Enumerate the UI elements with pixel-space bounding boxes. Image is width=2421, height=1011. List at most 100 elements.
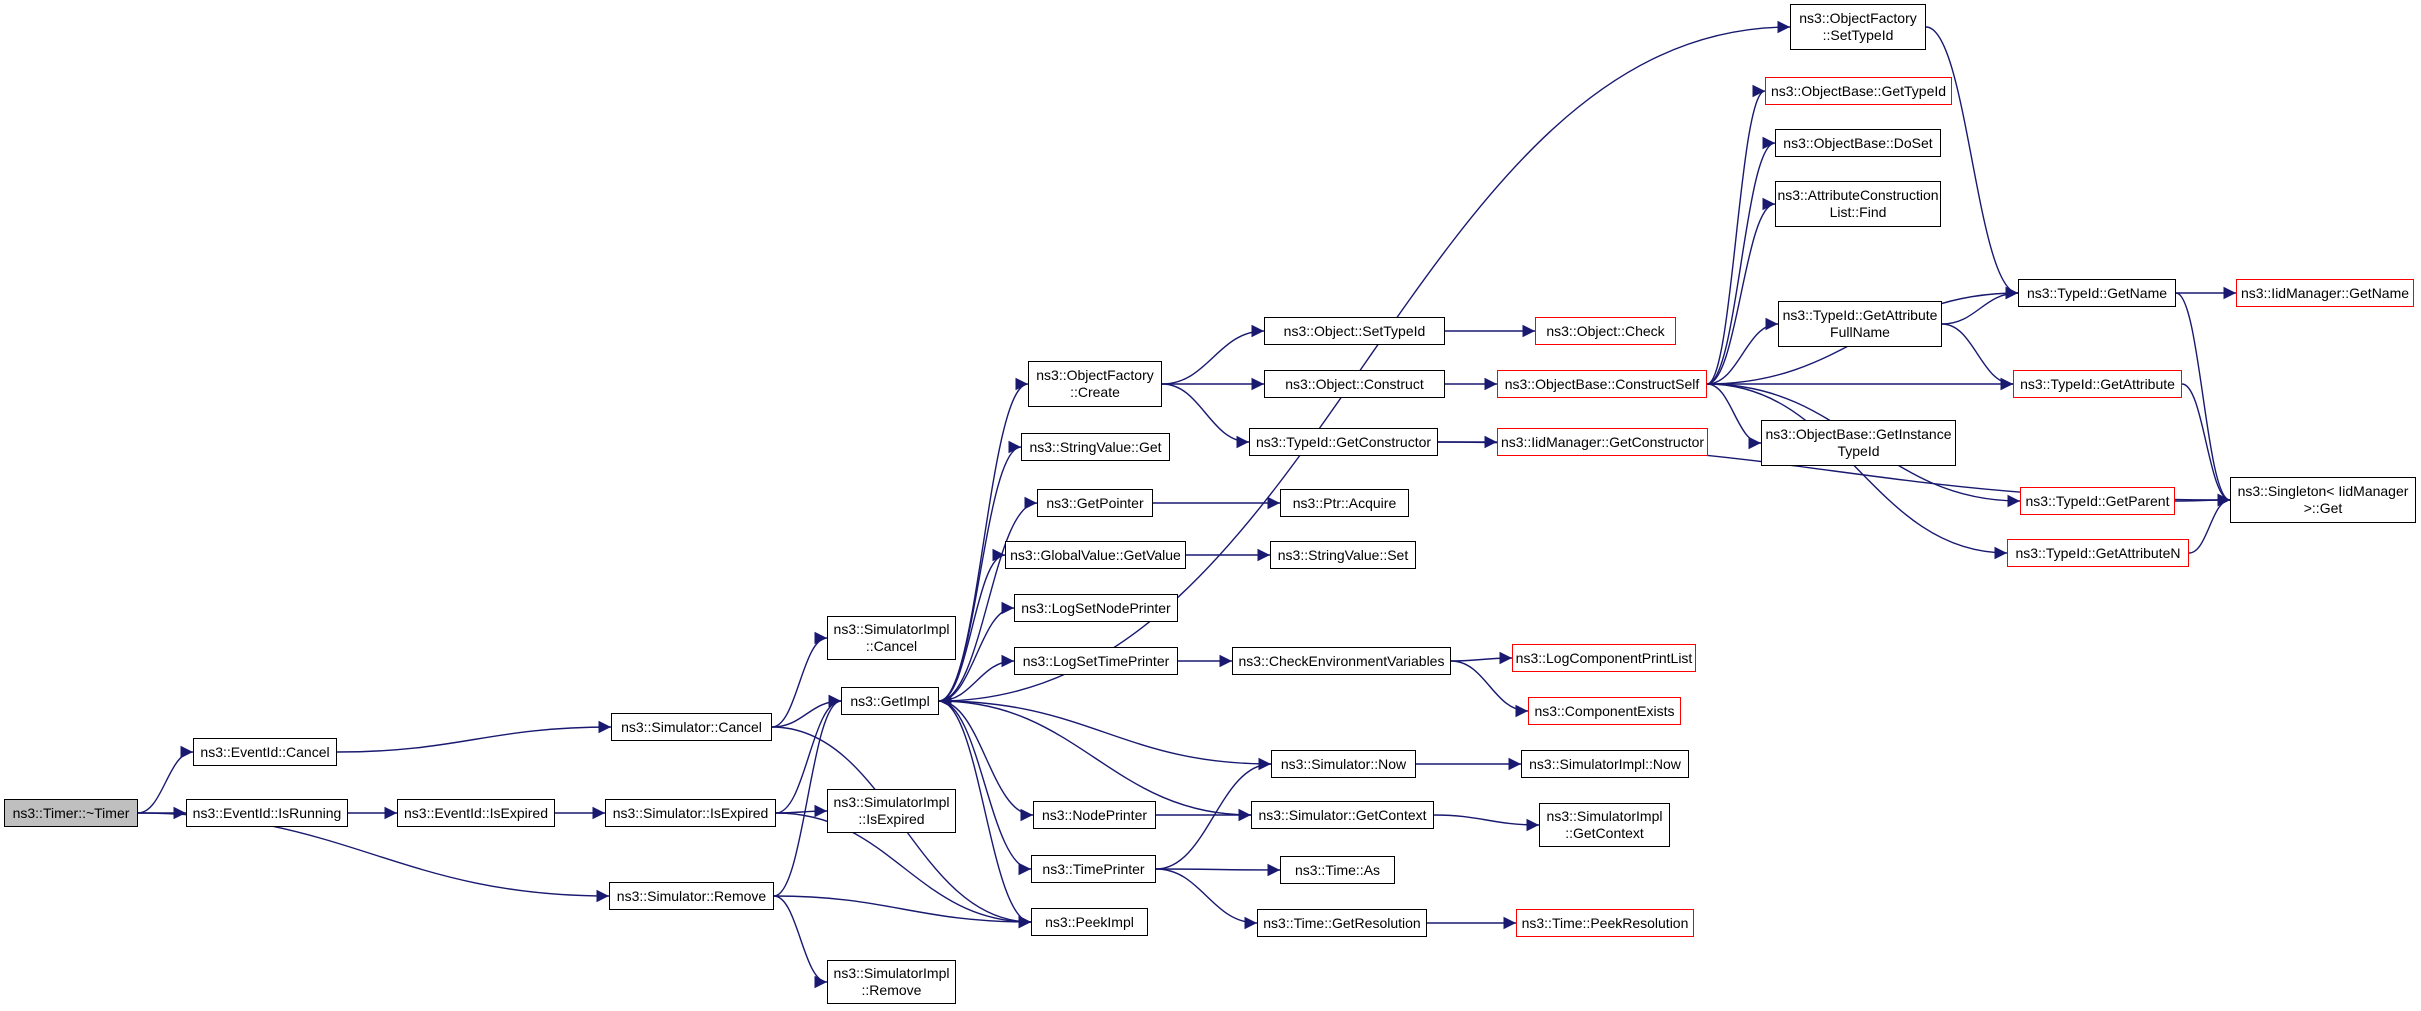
node-timer-dtor[interactable]: ns3::Timer::~Timer xyxy=(4,799,138,827)
node-label: ns3::Object::Check xyxy=(1546,322,1665,339)
call-edge xyxy=(1155,863,1281,877)
node-iidmanager-getconstructor[interactable]: ns3::IidManager::GetConstructor xyxy=(1497,428,1708,456)
node-object-construct[interactable]: ns3::Object::Construct xyxy=(1264,370,1445,398)
node-objectfactory-create[interactable]: ns3::ObjectFactory::Create xyxy=(1028,361,1162,407)
node-simulatorimpl-getcontext[interactable]: ns3::SimulatorImpl::GetContext xyxy=(1539,803,1670,847)
node-getpointer[interactable]: ns3::GetPointer xyxy=(1037,489,1153,517)
node-timeprinter[interactable]: ns3::TimePrinter xyxy=(1031,855,1156,883)
node-label-line2: ::SetTypeId xyxy=(1822,27,1894,43)
call-edge xyxy=(938,700,1032,876)
call-edge xyxy=(773,895,828,989)
node-label: ns3::GetImpl xyxy=(850,692,930,709)
node-iidmanager-getname[interactable]: ns3::IidManager::GetName xyxy=(2236,279,2414,307)
node-simulator-now[interactable]: ns3::Simulator::Now xyxy=(1271,750,1416,778)
call-edge xyxy=(1706,84,1766,385)
node-label: ns3::ObjectBase::ConstructSelf xyxy=(1504,375,1700,392)
node-componentexists[interactable]: ns3::ComponentExists xyxy=(1528,697,1681,725)
node-label: ns3::Object::SetTypeId xyxy=(1283,322,1426,339)
node-simulator-cancel[interactable]: ns3::Simulator::Cancel xyxy=(611,713,772,741)
node-peekimpl[interactable]: ns3::PeekImpl xyxy=(1031,908,1148,936)
node-logcomponentprintlist[interactable]: ns3::LogComponentPrintList xyxy=(1512,644,1696,672)
node-simulatorimpl-remove[interactable]: ns3::SimulatorImpl::Remove xyxy=(827,960,956,1004)
node-typeid-getparent[interactable]: ns3::TypeId::GetParent xyxy=(2020,487,2175,515)
call-edge xyxy=(775,812,1032,929)
node-object-check[interactable]: ns3::Object::Check xyxy=(1535,317,1676,345)
node-label: ns3::Time::PeekResolution xyxy=(1521,914,1689,931)
call-edge xyxy=(938,496,1038,702)
call-edge xyxy=(1155,757,1272,870)
node-time-getresolution[interactable]: ns3::Time::GetResolution xyxy=(1257,909,1427,937)
call-edge xyxy=(2188,493,2231,554)
call-edge xyxy=(771,694,842,728)
node-label-line1: ns3::SimulatorImpl xyxy=(833,621,950,637)
node-label: ns3::Simulator::Now xyxy=(1280,755,1407,772)
node-eventid-isrunning[interactable]: ns3::EventId::IsRunning xyxy=(186,799,348,827)
node-label-line1: ns3::SimulatorImpl xyxy=(833,794,950,810)
node-simulator-remove[interactable]: ns3::Simulator::Remove xyxy=(609,882,774,910)
call-edge xyxy=(1941,323,2014,391)
node-label: ns3::Time::GetResolution xyxy=(1263,914,1421,931)
call-edge xyxy=(1450,651,1513,665)
call-edge xyxy=(938,700,1034,822)
node-label: ns3::GetPointer xyxy=(1046,494,1144,511)
node-simulatorimpl-now[interactable]: ns3::SimulatorImpl::Now xyxy=(1521,750,1689,778)
node-ptr-acquire[interactable]: ns3::Ptr::Acquire xyxy=(1280,489,1409,517)
node-label: ns3::PeekImpl xyxy=(1045,913,1134,930)
node-nodeprinter[interactable]: ns3::NodePrinter xyxy=(1033,801,1156,829)
node-label: ns3::TypeId::GetParent xyxy=(2025,492,2170,509)
node-logsettimeprinter[interactable]: ns3::LogSetTimePrinter xyxy=(1014,647,1178,675)
node-globalvalue-getvalue[interactable]: ns3::GlobalValue::GetValue xyxy=(1005,541,1186,569)
node-objectfactory-settypeid[interactable]: ns3::ObjectFactory::SetTypeId xyxy=(1790,4,1926,50)
node-label: ns3::Time::As xyxy=(1294,861,1381,878)
node-label-line2: ::Create xyxy=(1070,384,1120,400)
node-simulator-getcontext[interactable]: ns3::Simulator::GetContext xyxy=(1251,801,1434,829)
call-edge xyxy=(1155,868,1258,930)
node-label: ns3::TypeId::GetConstructor xyxy=(1255,433,1432,450)
node-objectbase-gettypeid[interactable]: ns3::ObjectBase::GetTypeId xyxy=(1765,77,1952,105)
node-stringvalue-get[interactable]: ns3::StringValue::Get xyxy=(1021,433,1170,461)
call-edge xyxy=(1706,317,1779,385)
call-edge xyxy=(773,895,1032,929)
node-typeid-getname[interactable]: ns3::TypeId::GetName xyxy=(2018,279,2176,307)
node-simulatorimpl-cancel[interactable]: ns3::SimulatorImpl::Cancel xyxy=(827,616,956,660)
node-typeid-getconstructor[interactable]: ns3::TypeId::GetConstructor xyxy=(1249,428,1438,456)
node-eventid-cancel[interactable]: ns3::EventId::Cancel xyxy=(193,738,337,766)
node-label: ns3::Simulator::Cancel xyxy=(621,718,762,735)
node-time-as[interactable]: ns3::Time::As xyxy=(1280,856,1395,884)
node-label-line1: ns3::ObjectFactory xyxy=(1036,367,1154,383)
node-objectbase-constructself[interactable]: ns3::ObjectBase::ConstructSelf xyxy=(1497,370,1707,398)
node-typeid-getattributen[interactable]: ns3::TypeId::GetAttributeN xyxy=(2007,539,2189,567)
call-edge xyxy=(2175,292,2231,507)
call-edge xyxy=(1161,383,1250,449)
node-objectbase-doset[interactable]: ns3::ObjectBase::DoSet xyxy=(1775,129,1941,157)
node-simulator-isexpired[interactable]: ns3::Simulator::IsExpired xyxy=(605,799,776,827)
node-label-line1: ns3::Singleton< IidManager xyxy=(2237,483,2409,499)
node-stringvalue-set[interactable]: ns3::StringValue::Set xyxy=(1270,541,1416,569)
node-label: ns3::ComponentExists xyxy=(1534,702,1675,719)
node-label: ns3::SimulatorImpl::Now xyxy=(1529,755,1681,772)
node-time-peekresolution[interactable]: ns3::Time::PeekResolution xyxy=(1516,909,1694,937)
node-typeid-getattribute[interactable]: ns3::TypeId::GetAttribute xyxy=(2013,370,2182,398)
node-label-line2: ::GetContext xyxy=(1565,825,1644,841)
node-label: ns3::TypeId::GetAttributeN xyxy=(2015,544,2181,561)
node-label: ns3::LogSetTimePrinter xyxy=(1022,652,1170,669)
node-logsetnodeprinter[interactable]: ns3::LogSetNodePrinter xyxy=(1014,594,1178,622)
node-simulatorimpl-isexpired[interactable]: ns3::SimulatorImpl::IsExpired xyxy=(827,789,956,833)
node-object-settypeid[interactable]: ns3::Object::SetTypeId xyxy=(1264,317,1445,345)
node-label-line2: List::Find xyxy=(1829,204,1887,220)
node-checkenvironmentvariables[interactable]: ns3::CheckEnvironmentVariables xyxy=(1232,647,1451,675)
node-label-line2: ::Remove xyxy=(861,982,922,998)
node-getimpl[interactable]: ns3::GetImpl xyxy=(841,687,939,715)
node-label-line1: ns3::AttributeConstruction xyxy=(1777,187,1939,203)
node-eventid-isexpired[interactable]: ns3::EventId::IsExpired xyxy=(397,799,555,827)
node-label: ns3::Simulator::IsExpired xyxy=(612,804,769,821)
node-label: ns3::ObjectBase::DoSet xyxy=(1783,134,1933,151)
node-label: ns3::EventId::IsExpired xyxy=(404,804,548,821)
node-label: ns3::ObjectBase::GetTypeId xyxy=(1770,82,1947,99)
node-singleton-iidmanager-get[interactable]: ns3::Singleton< IidManager >::Get xyxy=(2230,477,2416,523)
